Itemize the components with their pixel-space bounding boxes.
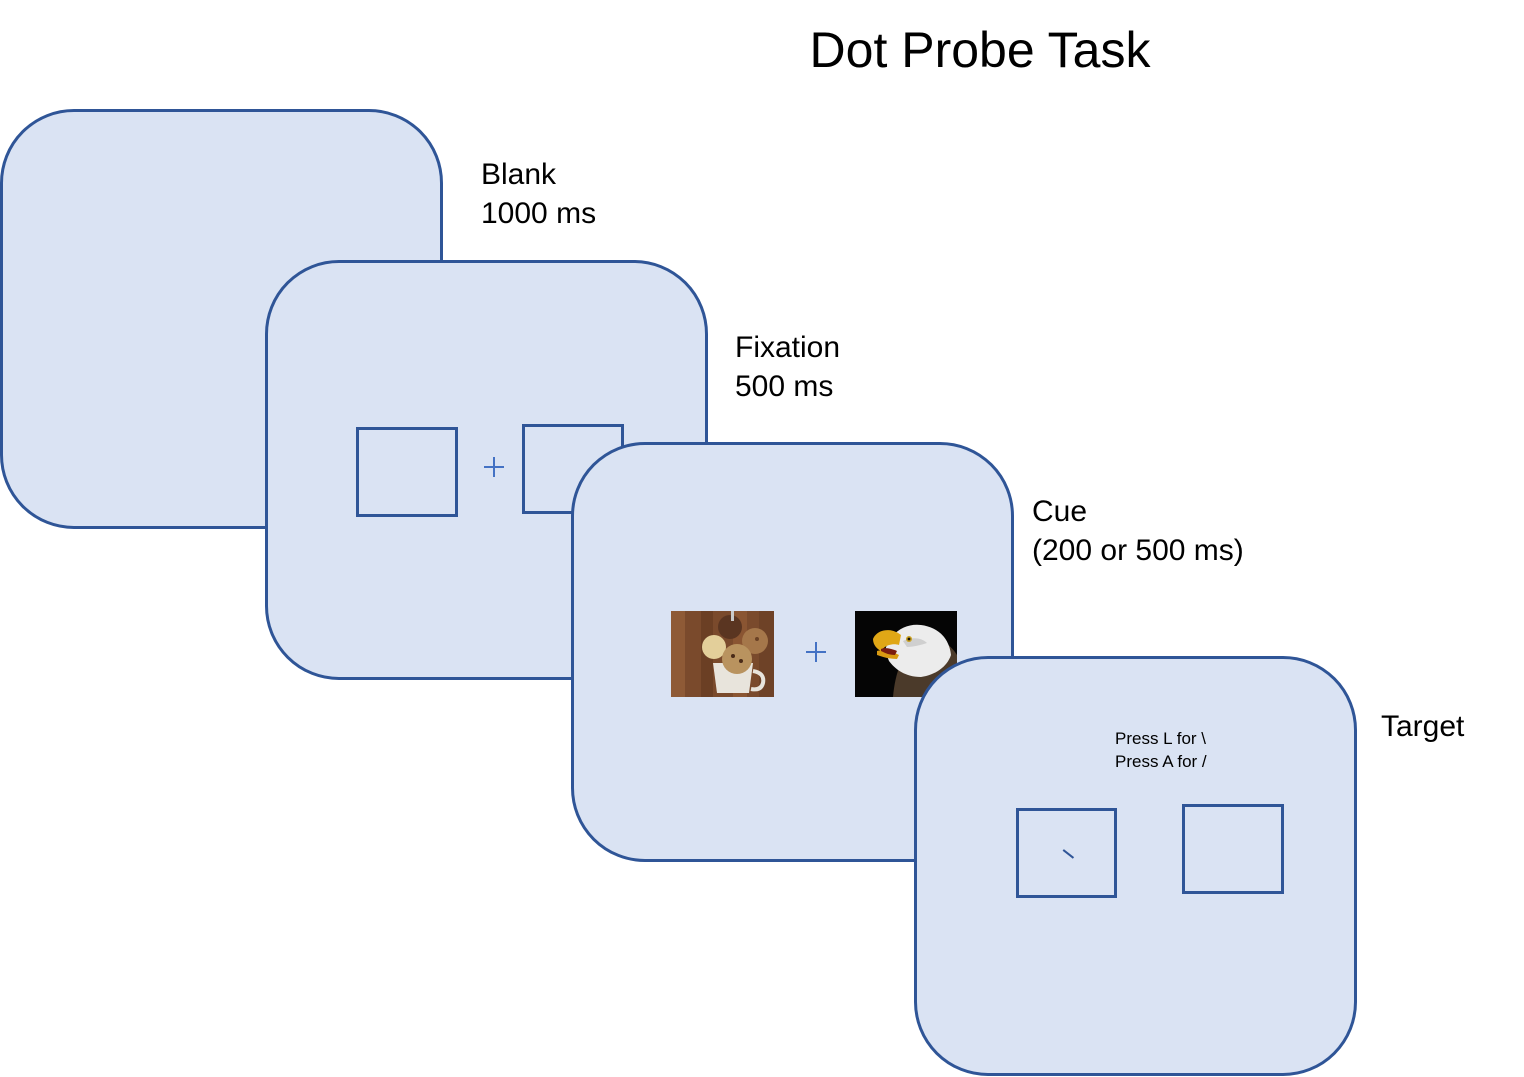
fixation-left-box [356,427,458,517]
step-name: Blank [481,158,557,191]
ice-cream-image [671,611,774,697]
target-left-box [1016,808,1117,898]
step-name: Target [1381,710,1465,743]
target-right-box [1182,804,1284,894]
cue-fixation-cross [806,642,826,662]
label-target: Target [1381,707,1464,746]
instruction-line-2: Press A for / [1115,752,1207,771]
step-duration: 1000 ms [481,197,597,230]
probe-backslash [1062,849,1075,859]
label-fixation: Fixation 500 ms [735,328,840,406]
label-blank: Blank 1000 ms [481,155,596,233]
step-duration: (200 or 500 ms) [1032,534,1244,567]
fixation-cross [484,457,504,477]
step-duration: 500 ms [735,370,834,403]
diagram-title: Dot Probe Task [809,22,1151,78]
instruction-line-1: Press L for \ [1115,729,1207,748]
screen-target [914,656,1357,1076]
target-instructions: Press L for \ Press A for / [1115,727,1207,773]
ice-cream-photo-icon [671,611,774,697]
step-name: Cue [1032,495,1088,528]
label-cue: Cue (200 or 500 ms) [1032,492,1244,570]
step-name: Fixation [735,331,841,364]
